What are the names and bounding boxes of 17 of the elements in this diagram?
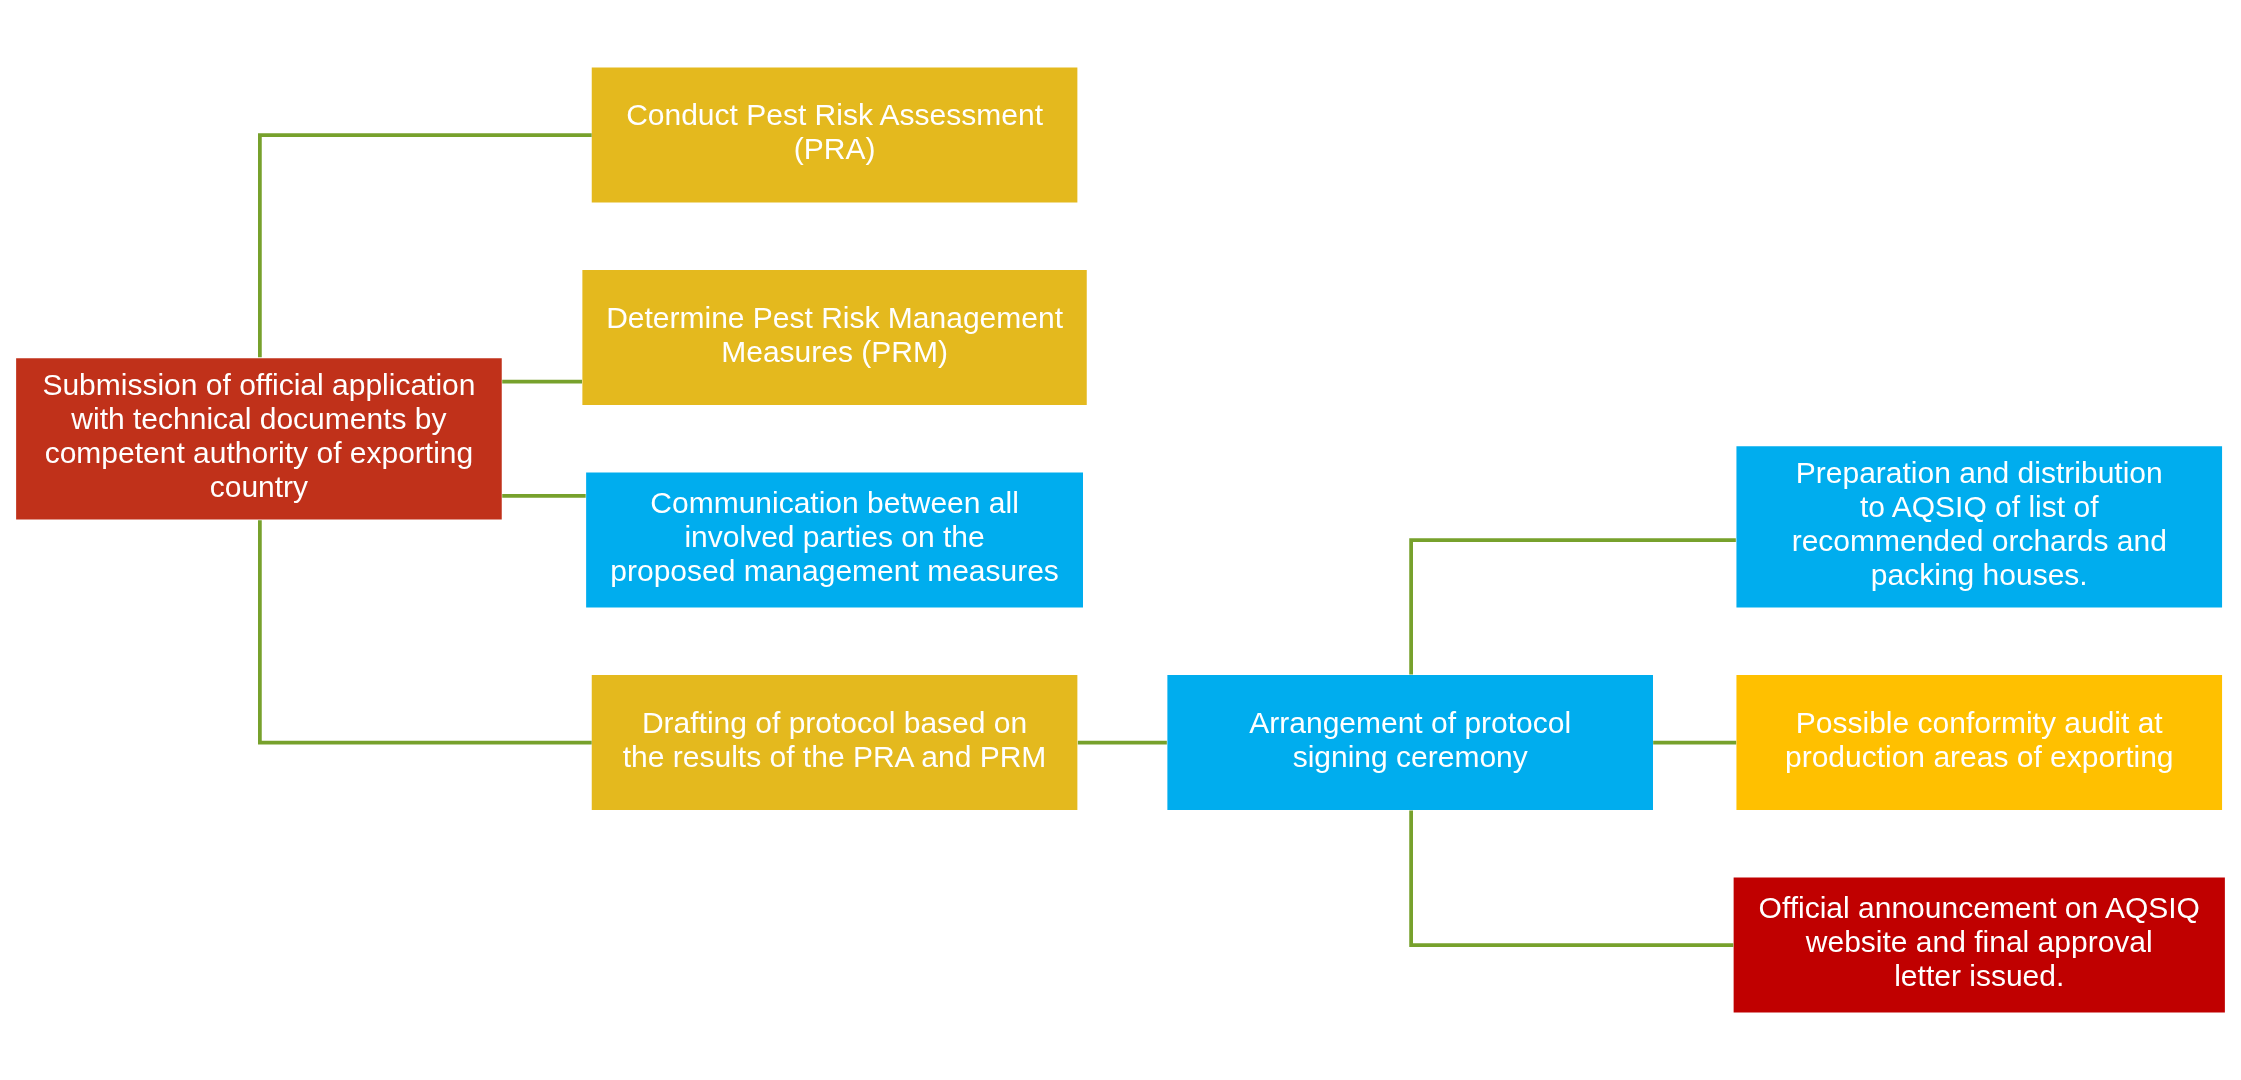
connector — [502, 379, 582, 384]
node-box: Official announcement on AQSIQ website and final approval letter issued. — [1733, 877, 2225, 1013]
connector — [258, 133, 592, 358]
connector — [1409, 538, 1736, 675]
connector — [1653, 740, 1737, 745]
connector — [1077, 740, 1167, 745]
node-box: Preparation and distribution to AQSIQ of list of recommended orchards and packing houses. — [1736, 446, 2223, 608]
node-box: Submission of official application with technical documents by competent authority of exporting country — [16, 358, 502, 520]
node-box: Determine Pest Risk Management Measures (PRM) — [582, 270, 1087, 405]
node-box: Possible conformity audit at production areas of exporting — [1736, 675, 2223, 810]
connector — [258, 520, 592, 745]
node-box: Communication between all involved parties on the proposed management measures — [586, 472, 1083, 608]
node-box: Drafting of protocol based on the results of the PRA and PRM — [591, 675, 1078, 810]
node-box: Arrangement of protocol signing ceremony — [1167, 675, 1653, 810]
connector — [1409, 810, 1734, 947]
connector — [502, 494, 586, 498]
node-box: Conduct Pest Risk Assessment (PRA) — [591, 67, 1078, 203]
